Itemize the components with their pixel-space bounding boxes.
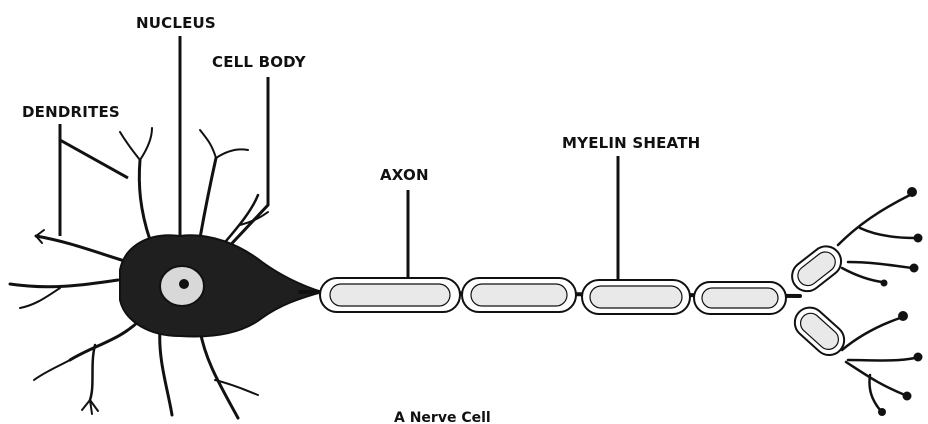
diagram-caption: A Nerve Cell	[394, 410, 491, 424]
myelin-segment-core	[330, 284, 450, 306]
dendrites-label: DENDRITES	[22, 103, 120, 121]
myelin-segment-core	[471, 284, 567, 306]
myelin-sheath-label: MYELIN SHEATH	[562, 134, 700, 152]
nucleolus	[179, 279, 189, 289]
axon-label: AXON	[380, 166, 429, 184]
cell-body	[120, 235, 322, 336]
dendrites-leader-line-upper	[60, 124, 128, 178]
myelin-segment-core	[590, 286, 682, 308]
nucleus-label: NUCLEUS	[136, 14, 216, 32]
terminal-knobs	[878, 187, 923, 416]
myelin-segment-core	[702, 288, 778, 308]
myelin-sheath	[320, 278, 786, 314]
axon-terminal	[786, 187, 922, 416]
terminal-branches	[838, 195, 915, 410]
cell-body-label: CELL BODY	[212, 53, 307, 71]
